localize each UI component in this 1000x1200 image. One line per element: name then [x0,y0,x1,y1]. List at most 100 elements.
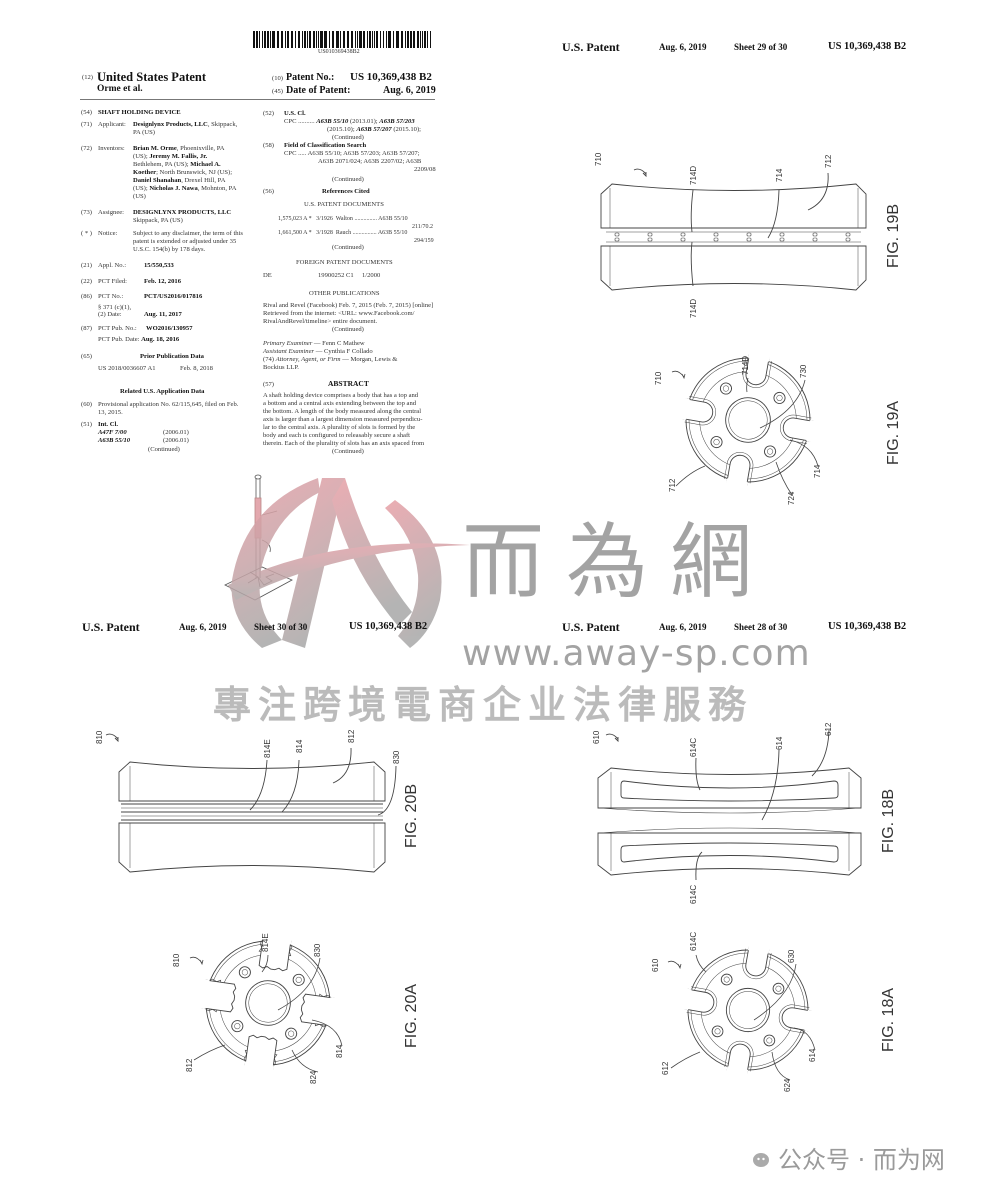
section-title: U.S. PATENT DOCUMENTS [304,201,384,208]
leader-line [277,957,321,1011]
invention-title: SHAFT HOLDING DEVICE [98,109,181,116]
barcode-bar [357,31,358,48]
leader-line [759,379,806,429]
barcode-bar [401,31,403,48]
inid-code: (86) [81,293,92,300]
inventor-location: , Drexel Hill, PA [181,177,226,184]
barcode-bar [343,31,345,48]
field-class-text: CPC ..... A63B 55/10; A63B 57/203; A63B … [284,150,420,157]
barcode-bar [270,31,271,48]
ref-label: 714D [689,299,698,318]
groove-hole [680,237,686,242]
patent-number: US 10,369,438 B2 [828,621,907,632]
figure-caption: FIG. 19B [885,204,902,268]
leader-line [261,954,269,973]
attorney-label: Attorney, Agent, or Firm [275,356,341,363]
assignee-name: DESIGNLYNX PRODUCTS, LLC [133,209,232,216]
inventor-location: , Phoenixville, PA [176,145,225,152]
notice-text: U.S.C. 154(b) by 178 days. [133,246,206,253]
ref-number: 1,661,500 A * [278,230,312,236]
patent-number: US 10,369,438 B2 [349,621,428,632]
leader-line [193,1044,226,1061]
leader-line [677,963,682,970]
barcode-bar [264,31,266,48]
pct-pub-date: Aug. 18, 2016 [141,336,180,343]
bolt-hole [710,436,723,449]
assignee-location: Skippack, PA (US) [133,217,183,224]
groove-hole [812,237,818,242]
central-bore [725,397,771,443]
abstract-line: lar to the central axis. A plurality of … [263,424,416,431]
provisional-text: Provisional application No. 62/115,645, … [98,401,239,408]
continued-note: (Continued) [148,446,180,453]
field-label: Inventors: [98,145,125,152]
divider [80,99,435,100]
ref-name: Rauch [335,230,352,236]
barcode-bar [285,31,286,48]
inid-code: ( * ) [81,230,92,237]
barcode-bar [367,31,368,48]
sheet-number: Sheet 29 of 30 [734,42,788,52]
fig-19a-drawing [671,352,819,496]
sheet-number: Sheet 28 of 30 [734,622,788,632]
section-title: Related U.S. Application Data [120,388,205,395]
section-title: Prior Publication Data [140,353,204,360]
ref-label: 712 [824,154,833,168]
patent-kind: United States Patent [97,70,207,84]
fig-20a-drawing [189,934,343,1073]
int-class-date: (2006.01) [163,429,189,436]
inventor-name: Nicholas J. Nawa [149,185,198,192]
slot [299,993,335,1027]
inid-code: (21) [81,262,92,269]
ref-class: A63B 55/10 [378,216,408,222]
barcode-bar [424,31,426,48]
prior-pub-number: US 2018/0036607 A1 [98,365,156,372]
inventor-location: (US) [133,193,146,200]
footer-account: 公众号 · 而为网 [752,1148,945,1172]
barcode-bar [393,31,394,48]
patent-number: US 10,369,438 B2 [350,71,432,83]
barcode-bar [427,31,428,48]
slot [244,1034,278,1070]
barcode-bar [259,31,260,48]
barcode-bar [262,31,263,48]
barcode-bar [336,31,339,48]
ref-label: 614 [775,736,784,750]
inid-code: (74) [263,356,274,363]
groove-hole [845,232,851,237]
date-label: Date of Patent: [286,85,351,96]
examiner-label: Primary Examiner [263,340,313,347]
section-title: OTHER PUBLICATIONS [309,290,380,297]
field-label: Notice: [98,230,118,237]
inventor-line: (US); Nicholas J. Nawa, Mohnton, PA [133,185,236,193]
ref-class: A63B 55/10 [377,230,408,236]
ref-label: 814E [261,933,270,952]
groove-hole [812,232,818,237]
leader-line [311,1019,343,1047]
sheet-number: Sheet 30 of 30 [254,622,308,632]
barcode-bar [380,31,381,48]
barcode-bar [316,31,317,48]
ref-label: 612 [824,722,833,736]
prior-pub-date: Feb. 8, 2018 [180,365,213,372]
barcode-bar [359,31,362,48]
applicant-name: Designlynx Products, LLC [133,121,208,128]
barcode-bar [281,31,283,48]
barcode-bar [313,31,315,48]
field-label: PCT Pub. No.: [98,325,137,332]
ref-label: 824 [309,1070,318,1084]
ref-label: 714D [741,356,750,375]
sheet-publisher: U.S. Patent [82,620,140,634]
figure-caption: FIG. 18A [880,988,897,1052]
leader-line [681,373,686,380]
bolt-hole [711,1025,724,1038]
publication-text: Rival and Revel (Facebook) Feb. 7, 2015 … [263,302,434,309]
barcode-bar [413,31,415,48]
barcode-bar [372,31,373,48]
inventor-line: Koether; North Brunswick, NJ (US); [133,169,232,177]
barcode-bar [363,31,365,48]
inid-code: (22) [81,278,92,285]
barcode-bar [302,31,303,48]
publication-text: Retrieved from the internet: <URL: www.F… [263,310,415,317]
inid-code: (71) [81,121,92,128]
